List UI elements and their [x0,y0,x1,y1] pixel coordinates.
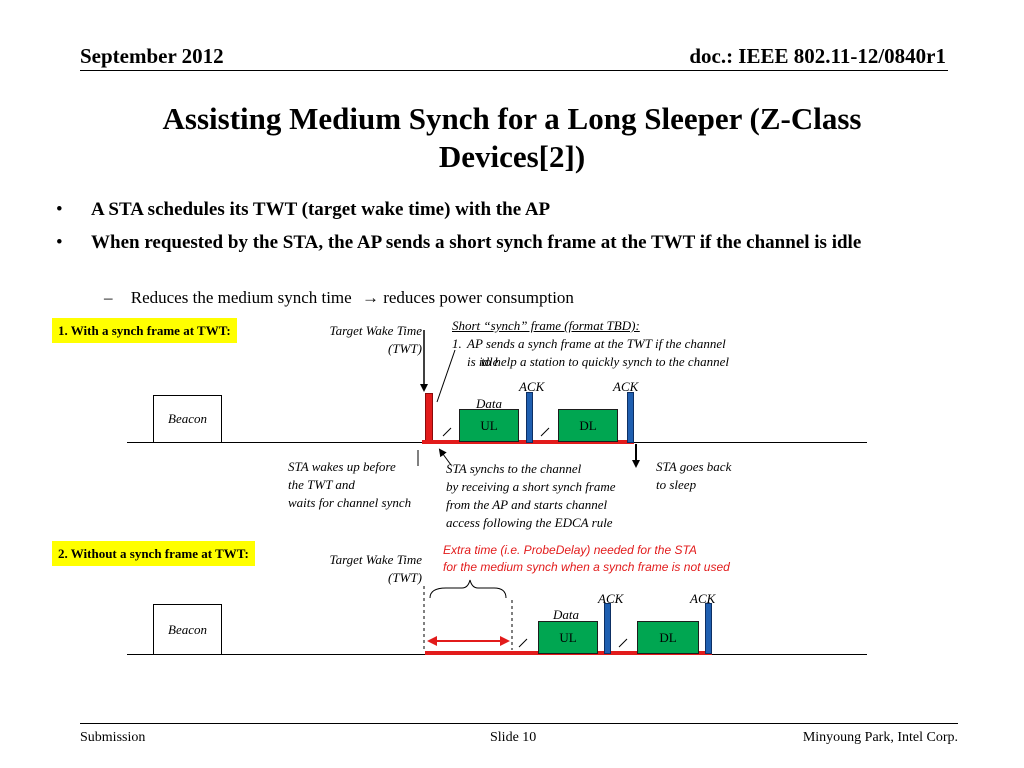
gap-slash-2a [518,638,528,648]
diagram1-twt-label: Target Wake Time (TWT) [298,322,422,358]
wake-note-line3: waits for channel synch [288,495,412,510]
diagram2-twt-label: Target Wake Time (TWT) [298,551,422,587]
extra-time-line1: Extra time (i.e. ProbeDelay) needed for … [443,543,697,557]
header-rule [80,70,948,71]
ack-label-2a: ACK [598,591,624,606]
ack-bar-1a [526,392,533,443]
synch-frame-note: Short “synch” frame (format TBD): 1. AP … [452,317,729,371]
data-label-1: Data [476,396,502,411]
synch-note-line1: STA synchs to the channel [446,461,582,476]
gap-slash-1b [540,427,550,437]
footer-slide-number: Slide 10 [490,730,537,745]
header-doc-id: doc.: IEEE 802.11-12/0840r1 [689,44,946,68]
ack-label-1a: ACK [519,379,545,394]
diagram1-tag: 1. With a synch frame at TWT: [52,318,237,343]
gap-slash-2b [618,638,628,648]
sub-bullet: – Reduces the medium synch time → reduce… [104,288,574,308]
synch-note-line4: access following the EDCA rule [446,515,613,530]
extra-time-line2: for the medium synch when a synch frame … [443,560,730,574]
wake-note: STA wakes up before the TWT and waits fo… [288,458,411,512]
bullet-2-text: When requested by the STA, the AP sends … [91,232,862,253]
footer-author: Minyoung Park, Intel Corp. [802,730,958,745]
twt-label-line1: Target Wake Time [329,552,422,567]
footer-submission: Submission [80,730,146,745]
sub-bullet-dash: – [104,288,113,307]
synch-note-arrow [438,448,452,466]
wake-note-line1: STA wakes up before [288,459,396,474]
beacon-box-1: Beacon [153,395,222,443]
gap-slash-1a [442,427,452,437]
beacon-box-2: Beacon [153,604,222,655]
wake-note-line2: the TWT and [288,477,355,492]
synch-note-item-line2: to help a station to quickly synch to th… [481,354,730,369]
ack-bar-1b [627,392,634,443]
probe-delay-brace [429,579,507,599]
data-label-2: Data [553,607,579,622]
synch-note-line3: from the AP and starts channel [446,497,608,512]
ul-frame-1: UL [459,409,519,442]
diagram2-tag: 2. Without a synch frame at TWT: [52,541,255,566]
twt-label-line1: Target Wake Time [329,323,422,338]
synch-note: STA synchs to the channel by receiving a… [446,460,616,532]
twt-label-line2: (TWT) [388,341,422,356]
synch-note-line2: by receiving a short synch frame [446,479,616,494]
ack-label-2b: ACK [690,591,716,606]
dl-frame-1: DL [558,409,618,442]
slide-title: Assisting Medium Synch for a Long Sleepe… [162,101,862,174]
sleep-note-line1: STA goes back [656,459,732,474]
bullet-dot: • [56,199,63,220]
dl-frame-2: DL [637,621,699,654]
sub-bullet-text-after: reduces power consumption [383,288,574,307]
synch-callout-line [436,349,456,403]
ul-frame-2: UL [538,621,598,654]
sub-bullet-text-before: Reduces the medium synch time [130,288,352,307]
bullet-2: • When requested by the STA, the AP send… [56,229,991,256]
bullet-dot: • [56,232,63,253]
extra-time-note: Extra time (i.e. ProbeDelay) needed for … [443,542,730,576]
sleep-note: STA goes back to sleep [656,458,731,494]
synch-note-title: Short “synch” frame (format TBD): [452,318,640,333]
arrow-right-icon: → [361,288,379,307]
synch-note-item-number: 1. [452,336,462,351]
ack-label-1b: ACK [613,379,639,394]
sleep-note-line2: to sleep [656,477,697,492]
header-date: September 2012 [80,44,224,68]
footer-rule [80,723,958,724]
ack-bar-2a [604,603,611,654]
twt-label-line2: (TWT) [388,570,422,585]
ack-bar-2b [705,603,712,654]
bullet-1: • A STA schedules its TWT (target wake t… [56,196,991,223]
synch-note-item-line1: AP sends a synch frame at the TWT if the… [467,336,726,369]
bullet-1-text: A STA schedules its TWT (target wake tim… [91,199,551,220]
